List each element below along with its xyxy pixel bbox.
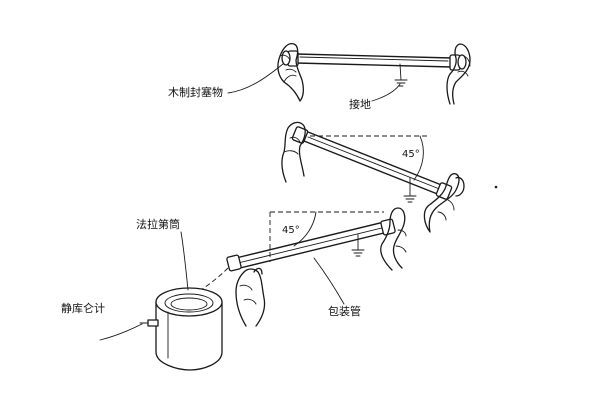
top-right-hand: [446, 43, 471, 105]
bottom-right-wood-seal: [380, 218, 396, 236]
bottom-tube-assembly: [197, 207, 407, 327]
grounding-label: 接地: [349, 98, 371, 111]
bottom-angle-label: 45°: [282, 225, 300, 236]
packaging-tube-leader: [313, 257, 345, 305]
middle-tube-assembly: [281, 121, 465, 233]
bottom-left-wood-seal: [226, 254, 242, 272]
wood-seal-leader: [227, 63, 284, 94]
speck-mark: [494, 185, 498, 189]
middle-right-hand: [423, 173, 465, 233]
top-ground-symbol: [394, 63, 408, 87]
pull-tube-label: 法拉第筒: [136, 217, 180, 231]
bottom-packaging-tube: [235, 221, 389, 269]
top-packaging-tube: [295, 53, 453, 68]
grounding-leader: [371, 83, 401, 102]
cup-terminal: [139, 319, 159, 327]
top-left-hand: [277, 42, 304, 102]
middle-left-hand: [281, 121, 306, 183]
top-left-wood-seal: [281, 50, 299, 67]
pour-path: [197, 267, 229, 293]
middle-angle-arc: [413, 135, 424, 181]
bottom-right-hand: [380, 207, 407, 271]
electrometer-wire: [99, 323, 143, 341]
middle-packaging-tube: [303, 131, 445, 196]
middle-angle-label: 45°: [402, 149, 420, 160]
electrometer-label: 静库仑计: [61, 301, 105, 315]
middle-ground-symbol: [403, 177, 417, 203]
wood-seal-label: 木制封塞物: [168, 85, 223, 99]
top-tube-assembly: [277, 42, 471, 105]
top-right-wood-seal: [449, 54, 467, 71]
bottom-left-hand: [235, 267, 266, 327]
pull-tube-leader: [180, 231, 189, 291]
packaging-tube-label: 包装管: [328, 304, 361, 318]
bottom-ground-symbol: [351, 233, 365, 257]
faraday-cup: [139, 287, 223, 371]
